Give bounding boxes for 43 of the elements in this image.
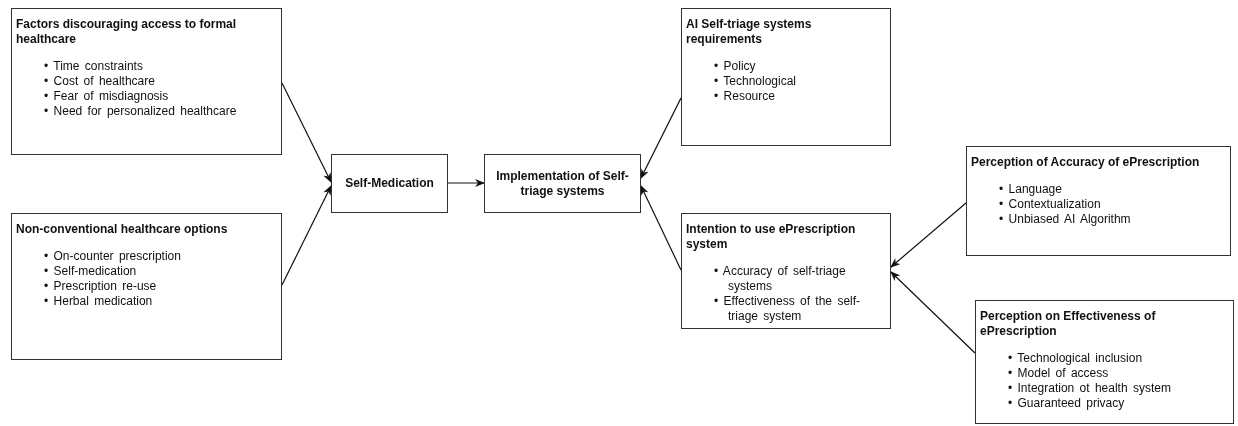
bullet-item: • Herbal medication [44,294,154,309]
bullet-item: • Technological [714,74,798,89]
box-heading: Non-conventional healthcare options [16,222,229,237]
box-heading: AI Self-triage systems requirements [686,17,813,47]
bullet-item: • Model of access [1008,366,1110,381]
bullet-item: • Need for personalized healthcare [44,104,238,119]
factor-box [966,146,1231,256]
box-heading: Intention to use ePrescription system [686,222,857,252]
bullet-item: • Time constraints [44,59,144,74]
arrow [281,185,332,286]
bullet-item: • On-counter prescription [44,249,182,264]
factor-box [11,213,282,360]
process-box [331,154,448,213]
factor-box [975,300,1234,424]
bullet-item: • Cost of healthcare [44,74,156,89]
factor-box [11,8,282,155]
bullet-item: • Self-medication [44,264,138,279]
box-heading: Self-Medication [345,176,434,191]
bullet-item: • Language [999,182,1063,197]
arrow [890,271,976,354]
bullet-item: • Unbiased AI Algorithm [999,212,1132,227]
bullet-item: • Technological inclusion [1008,351,1144,366]
box-heading: Perception of Accuracy of ePrescription [971,155,1201,170]
bullet-item: • Effectiveness of the self-triage system [714,294,862,324]
arrow [281,82,332,183]
factor-box [681,213,891,329]
factor-box [681,8,891,146]
process-box [484,154,641,213]
bullet-item: • Contextualization [999,197,1102,212]
arrow [890,202,967,268]
bullet-item: • Resource [714,89,776,104]
bullet-item: • Policy [714,59,757,74]
box-heading: Implementation of Self-triage systems [495,168,630,199]
bullet-item: • Guaranteed privacy [1008,396,1126,411]
box-heading: Perception on Effectiveness of ePrescription [980,309,1157,339]
arrow [640,97,682,179]
arrow [640,185,682,271]
bullet-item: • Accuracy of self-triage systems [714,264,847,294]
arrow [447,179,485,187]
bullet-item: • Prescription re-use [44,279,158,294]
bullet-item: • Fear of misdiagnosis [44,89,170,104]
bullet-item: • Integration ot health system [1008,381,1172,396]
box-heading: Factors discouraging access to formal healthcare [16,17,238,47]
